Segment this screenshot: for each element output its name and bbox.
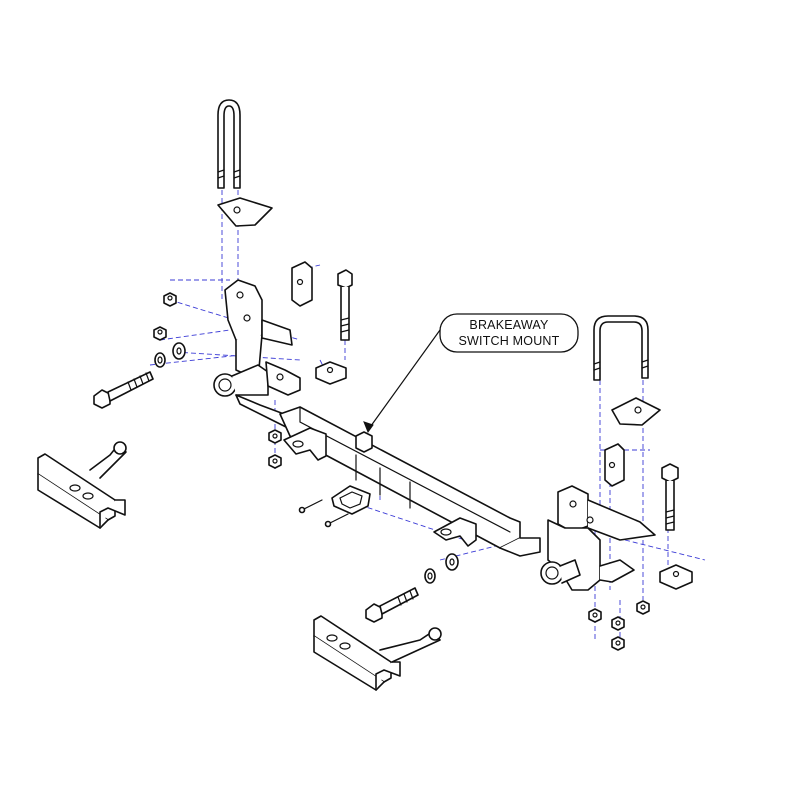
- nut-crossbar-lower: [268, 454, 282, 469]
- receiver-tube-right: [540, 559, 581, 585]
- safety-chain-tab-left: [283, 427, 327, 461]
- switch-mount-tab: [355, 431, 373, 453]
- spacer-block-right: [659, 564, 693, 590]
- washer-lower-right: [445, 553, 459, 571]
- crossbar-mid-fasteners: [355, 454, 411, 509]
- bolt-left: [93, 371, 154, 409]
- spacer-plate-right: [611, 397, 661, 426]
- nut-right-3: [611, 616, 625, 631]
- nut-crossbar-upper: [268, 429, 282, 444]
- spacer-plate-left: [217, 197, 273, 227]
- bolt-right: [661, 463, 679, 531]
- u-bolt-left: [217, 99, 241, 189]
- callout-line-2: SWITCH MOUNT: [459, 334, 560, 348]
- lock-washer-left: [154, 352, 166, 368]
- washer-left: [172, 342, 186, 360]
- side-bracket-left: [37, 441, 127, 529]
- switch-mount-plate: [331, 485, 371, 515]
- screws: [298, 499, 349, 528]
- side-bracket-right: [313, 615, 442, 691]
- callout-brakeaway-switch: BRAKEAWAY SWITCH MOUNT: [363, 313, 579, 434]
- nut-left-lower: [153, 326, 167, 341]
- receiver-tube: [213, 364, 269, 397]
- lock-washer-lower-right: [424, 568, 436, 584]
- mounting-bracket-right: [547, 485, 656, 591]
- u-bolt-right: [593, 315, 649, 381]
- nut-right-1: [588, 608, 602, 623]
- bolt-lower-right: [365, 587, 419, 623]
- nut-left-upper: [163, 292, 177, 307]
- spacer-block-left: [315, 361, 347, 385]
- side-plate-left: [291, 261, 313, 307]
- side-plate-right: [604, 443, 625, 487]
- bolt-vertical-left: [337, 269, 353, 341]
- callout-line-1: BRAKEAWAY: [469, 318, 549, 332]
- nut-right-4: [611, 636, 625, 651]
- nut-right-2: [636, 600, 650, 615]
- safety-chain-tab-right: [433, 517, 477, 547]
